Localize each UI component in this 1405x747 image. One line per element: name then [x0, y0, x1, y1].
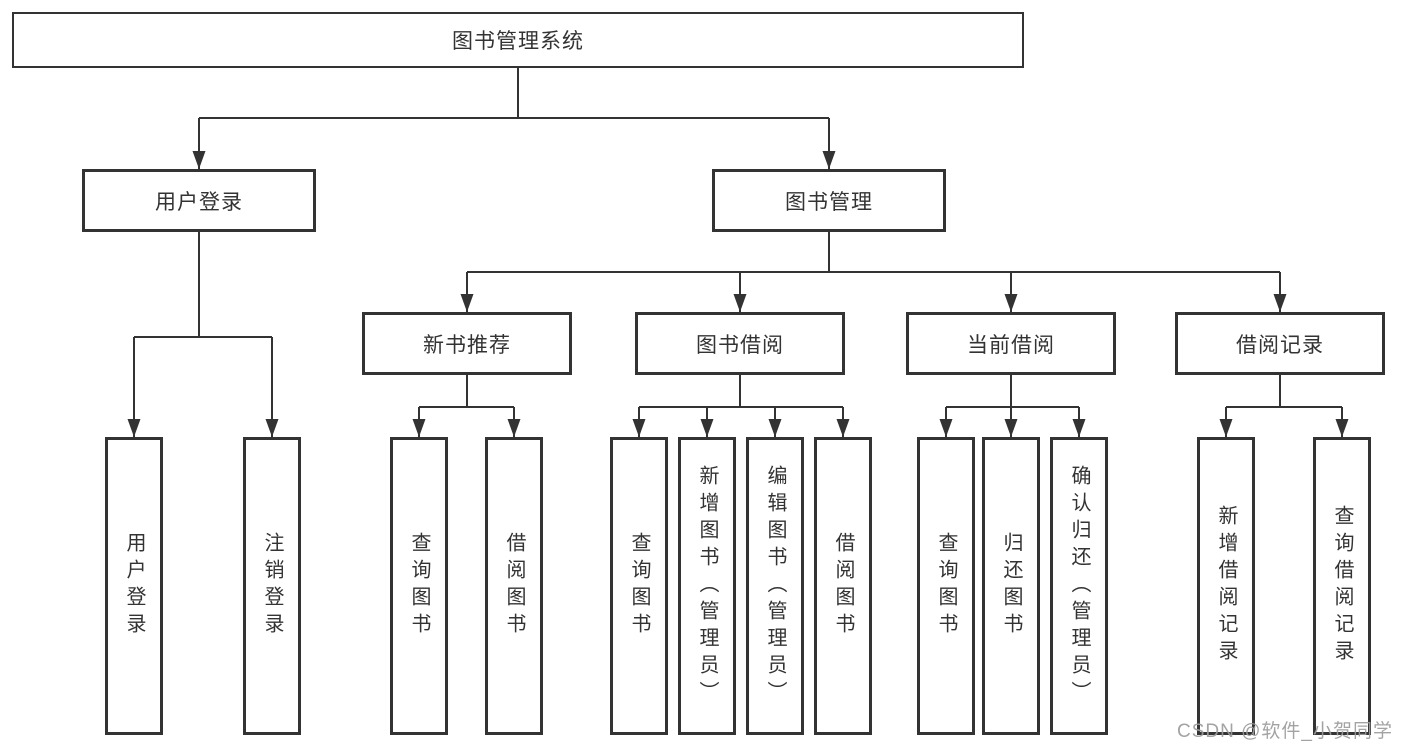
- leaf-borrow-books: 借阅图书: [485, 437, 543, 735]
- leaf-logout: 注销登录: [243, 437, 301, 735]
- leaf-borrow-books-label: 借阅图书: [832, 532, 854, 640]
- leaf-query-books-label: 查询图书: [935, 532, 957, 640]
- node-current-borrow: 当前借阅: [906, 312, 1116, 375]
- leaf-add-book-admin: 新增图书（管理员）: [678, 437, 736, 735]
- leaf-return-books-label: 归还图书: [1000, 532, 1022, 640]
- leaf-return-books: 归还图书: [982, 437, 1040, 735]
- node-borrow-records: 借阅记录: [1175, 312, 1385, 375]
- csdn-watermark: CSDN @软件_小贺同学: [1177, 721, 1393, 742]
- leaf-query-books: 查询图书: [390, 437, 448, 735]
- node-borrow-records-label: 借阅记录: [1236, 333, 1324, 357]
- leaf-query-books: 查询图书: [610, 437, 668, 735]
- leaf-query-borrow-record: 查询借阅记录: [1313, 437, 1371, 735]
- leaf-add-borrow-record: 新增借阅记录: [1197, 437, 1255, 735]
- leaf-add-borrow-record-label: 新增借阅记录: [1215, 505, 1237, 667]
- node-book-management-label: 图书管理: [785, 190, 873, 214]
- leaf-borrow-books-label: 借阅图书: [503, 532, 525, 640]
- leaf-confirm-return-admin: 确认归还（管理员）: [1050, 437, 1108, 735]
- leaf-confirm-return-admin-label: 确认归还（管理员）: [1068, 464, 1090, 708]
- node-root-system-label: 图书管理系统: [452, 30, 584, 53]
- leaf-edit-book-admin-label: 编辑图书（管理员）: [764, 464, 786, 708]
- node-book-borrow-label: 图书借阅: [696, 333, 784, 357]
- node-book-management: 图书管理: [712, 169, 946, 232]
- leaf-query-books-label: 查询图书: [628, 532, 650, 640]
- node-user-login-label: 用户登录: [155, 190, 243, 214]
- leaf-user-login-label: 用户登录: [123, 532, 145, 640]
- leaf-logout-label: 注销登录: [261, 532, 283, 640]
- node-user-login: 用户登录: [82, 169, 316, 232]
- leaf-query-books-label: 查询图书: [408, 532, 430, 640]
- node-book-borrow: 图书借阅: [635, 312, 845, 375]
- leaf-user-login: 用户登录: [105, 437, 163, 735]
- node-root-system: 图书管理系统: [12, 12, 1024, 68]
- leaf-add-book-admin-label: 新增图书（管理员）: [696, 464, 718, 708]
- node-new-book-recommend: 新书推荐: [362, 312, 572, 375]
- leaf-query-books: 查询图书: [917, 437, 975, 735]
- node-current-borrow-label: 当前借阅: [967, 333, 1055, 357]
- leaf-query-borrow-record-label: 查询借阅记录: [1331, 505, 1353, 667]
- node-new-book-recommend-label: 新书推荐: [423, 333, 511, 357]
- leaf-borrow-books: 借阅图书: [814, 437, 872, 735]
- leaf-edit-book-admin: 编辑图书（管理员）: [746, 437, 804, 735]
